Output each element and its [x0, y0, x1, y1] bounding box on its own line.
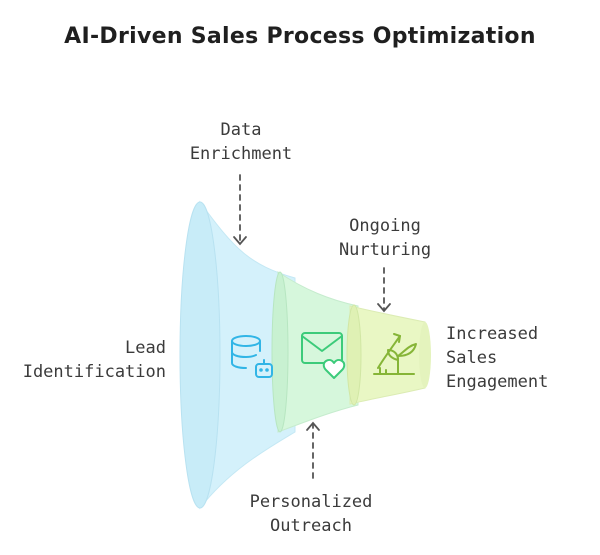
- funnel-segment-lead: [199, 200, 296, 510]
- label-line: Ongoing: [349, 216, 421, 236]
- growth-plant-icon: [373, 333, 417, 375]
- label-line: Increased: [446, 324, 539, 344]
- label-line: Data: [220, 120, 262, 140]
- label-line: Enrichment: [189, 144, 293, 164]
- funnel-rim-4: [419, 322, 431, 388]
- label-line: Outreach: [270, 516, 352, 536]
- label-line: Personalized: [249, 492, 373, 512]
- label-line: Lead: [125, 338, 166, 358]
- funnel-rim-1: [179, 201, 221, 509]
- mail-heart-icon: [301, 332, 346, 379]
- arrow-data-enrichment: [233, 174, 247, 246]
- funnel-rim-2: [271, 271, 289, 433]
- database-robot-icon: [231, 335, 273, 378]
- label-data-enrichment: Data Enrichment: [186, 118, 296, 166]
- label-ongoing-nurturing: Ongoing Nurturing: [330, 214, 440, 262]
- arrow-personalized-outreach: [306, 421, 320, 479]
- arrow-ongoing-nurturing: [377, 267, 391, 313]
- diagram-title: AI-Driven Sales Process Optimization: [64, 24, 536, 49]
- label-line: Identification: [22, 362, 166, 382]
- label-line: Engagement: [446, 372, 549, 392]
- funnel-rim-3: [346, 304, 362, 406]
- funnel-segment-outreach: [277, 271, 359, 433]
- label-line: Sales: [446, 348, 498, 368]
- label-personalized-outreach: Personalized Outreach: [236, 490, 386, 538]
- label-line: Nurturing: [338, 240, 432, 260]
- label-lead-identification: Lead Identification: [23, 336, 166, 384]
- label-increased-sales-engagement: Increased Sales Engagement: [446, 322, 548, 394]
